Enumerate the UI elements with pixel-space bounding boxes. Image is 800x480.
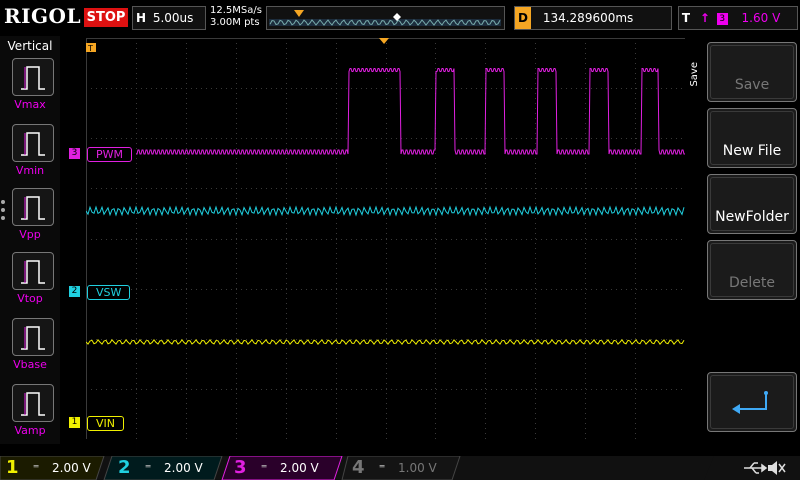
trigger-source: 3 bbox=[716, 13, 728, 25]
dc-coupling-icon: ═ bbox=[379, 462, 385, 471]
new-file-button[interactable]: New File bbox=[707, 108, 797, 168]
memory-waveform-preview bbox=[269, 10, 501, 26]
ch3-name-label: PWM bbox=[87, 147, 133, 162]
return-icon bbox=[732, 391, 768, 414]
return-button[interactable] bbox=[707, 372, 797, 432]
ch2-marker-num: 2 bbox=[69, 286, 80, 297]
speaker-mute-icon bbox=[768, 461, 786, 475]
ch1-vin-waveform bbox=[86, 338, 685, 346]
horizontal-label: H bbox=[135, 11, 147, 25]
ch1-status-tab[interactable]: 1 ═ 2.00 V bbox=[0, 456, 104, 480]
run-stop-indicator[interactable]: STOP bbox=[84, 8, 128, 27]
delay-label: D bbox=[515, 7, 531, 29]
memory-window-marker-icon bbox=[393, 13, 401, 21]
save-button-label: Save bbox=[734, 77, 770, 93]
measure-vbase-button[interactable] bbox=[12, 318, 54, 356]
horizontal-timebase[interactable]: H 5.00us bbox=[132, 6, 206, 30]
ch3-scale: 2.00 V bbox=[280, 461, 319, 475]
dc-coupling-icon: ═ bbox=[33, 462, 39, 471]
save-button[interactable]: Save bbox=[707, 42, 797, 102]
memory-position-track[interactable] bbox=[266, 6, 505, 30]
measurement-sidebar bbox=[0, 36, 60, 444]
ch1-marker-num: 1 bbox=[69, 417, 80, 428]
ch3-pwm-waveform bbox=[136, 68, 685, 155]
ch1-name-label: VIN bbox=[87, 416, 124, 431]
trigger-display[interactable]: T ↑ 3 1.60 V bbox=[678, 6, 798, 30]
ch4-status-tab[interactable]: 4 ═ 1.00 V bbox=[346, 456, 458, 480]
delete-button-label: Delete bbox=[729, 275, 775, 291]
pulse-waveform-icon bbox=[21, 260, 45, 284]
channel-status-bar bbox=[0, 456, 800, 480]
measure-label: Vmax bbox=[14, 98, 46, 111]
measure-label: Vmin bbox=[15, 164, 45, 177]
delete-button[interactable]: Delete bbox=[707, 240, 797, 300]
memory-trigger-marker-icon bbox=[294, 10, 304, 17]
acquisition-info: 12.5MSa/s 3.00M pts bbox=[210, 5, 262, 29]
trigger-level: 1.60 V bbox=[741, 11, 781, 25]
ch2-vsw-waveform bbox=[86, 205, 685, 217]
sample-rate: 12.5MSa/s bbox=[210, 5, 262, 16]
measure-label: Vamp bbox=[14, 424, 46, 437]
measure-label: Vtop bbox=[17, 292, 43, 305]
pulse-waveform-icon bbox=[21, 392, 45, 416]
measure-vtop-button[interactable] bbox=[12, 252, 54, 290]
ch2-num: 2 bbox=[118, 457, 131, 478]
ch2-name-label: VSW bbox=[87, 285, 131, 300]
usb-icon bbox=[744, 462, 768, 474]
more-items-dots-icon bbox=[1, 200, 9, 224]
delay-display[interactable]: D 134.289600ms bbox=[514, 6, 672, 30]
measure-vmax-button[interactable] bbox=[12, 58, 54, 96]
ch1-scale: 2.00 V bbox=[52, 461, 91, 475]
measurement-category-title: Vertical bbox=[7, 39, 53, 53]
waveform-grid[interactable]: T bbox=[86, 38, 685, 439]
rigol-logo: RIGOL bbox=[4, 4, 82, 28]
ch1-num: 1 bbox=[6, 457, 19, 478]
pulse-waveform-icon bbox=[21, 66, 45, 90]
measure-label: Vpp bbox=[19, 228, 41, 241]
ch4-scale: 1.00 V bbox=[398, 461, 437, 475]
timebase-value: 5.00us bbox=[152, 11, 194, 25]
measure-vamp-button[interactable] bbox=[12, 384, 54, 422]
new-file-button-label: New File bbox=[722, 143, 782, 159]
pulse-waveform-icon bbox=[21, 196, 45, 220]
memory-depth: 3.00M pts bbox=[210, 17, 260, 28]
ch2-scale: 2.00 V bbox=[164, 461, 203, 475]
svg-text:T: T bbox=[87, 44, 93, 53]
delay-value: 134.289600ms bbox=[542, 11, 634, 25]
trigger-label: T bbox=[681, 11, 691, 25]
dc-coupling-icon: ═ bbox=[145, 462, 151, 471]
pulse-waveform-icon bbox=[21, 326, 45, 350]
menu-title: Save bbox=[689, 62, 700, 87]
pulse-waveform-icon bbox=[21, 132, 45, 156]
measure-vmin-button[interactable] bbox=[12, 124, 54, 162]
ch2-status-tab[interactable]: 2 ═ 2.00 V bbox=[112, 456, 222, 480]
new-folder-button[interactable]: NewFolder bbox=[707, 174, 797, 234]
ch3-status-tab[interactable]: 3 ═ 2.00 V bbox=[228, 456, 340, 480]
ch4-num: 4 bbox=[352, 457, 365, 478]
ch3-marker-num: 3 bbox=[69, 148, 80, 159]
trigger-level-marker-icon bbox=[86, 43, 96, 52]
rising-edge-icon: ↑ bbox=[699, 11, 710, 25]
measure-label: Vbase bbox=[13, 358, 47, 371]
measure-vpp-button[interactable] bbox=[12, 188, 54, 226]
status-icons bbox=[704, 456, 800, 480]
ch3-num: 3 bbox=[234, 457, 247, 478]
dc-coupling-icon: ═ bbox=[261, 462, 267, 471]
trigger-position-marker-icon bbox=[379, 38, 389, 44]
new-folder-button-label: NewFolder bbox=[715, 209, 789, 225]
